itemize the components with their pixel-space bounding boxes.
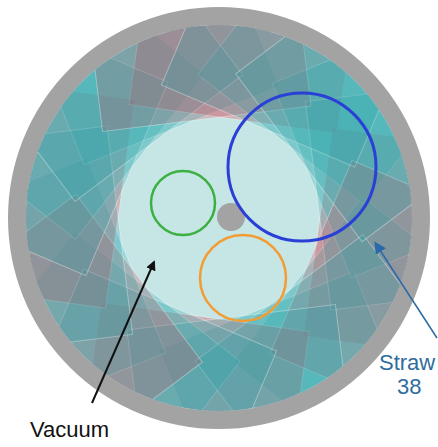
- orange-circle: [200, 235, 286, 321]
- label-text: Vacuum: [30, 418, 109, 442]
- label-text: Straw: [379, 351, 435, 375]
- label-text: 38: [397, 375, 421, 399]
- blue-circle: [228, 93, 376, 241]
- leader-line: [92, 262, 154, 403]
- straw-panel: [236, 8, 438, 242]
- green-circle: [151, 171, 215, 235]
- leader-line: [376, 244, 437, 338]
